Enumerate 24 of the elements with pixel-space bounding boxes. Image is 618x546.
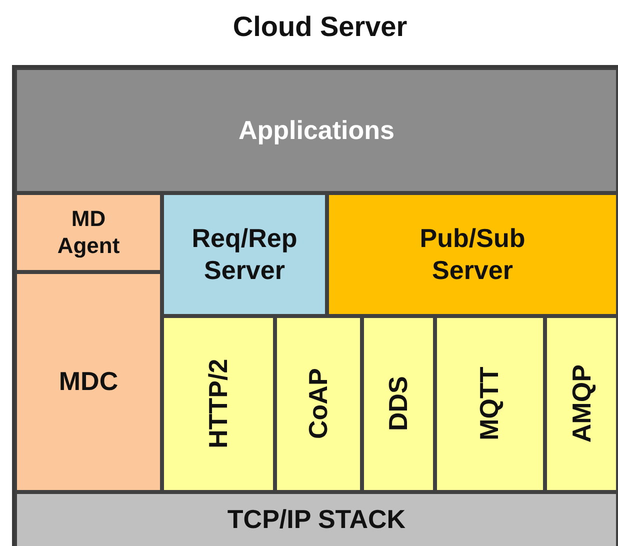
component-box [327,193,618,316]
component-label: Pub/Sub Server [418,223,526,286]
layer-band [15,492,618,546]
component-label: MDC [58,366,118,398]
component-box [15,193,162,272]
server-frame [12,65,618,546]
protocol-box [545,316,618,492]
component-label: Applications [238,114,394,146]
protocol-label: HTTP/2 [202,359,234,449]
layer-band [15,68,618,193]
protocol-label: DDS [382,376,414,432]
protocol-box [435,316,545,492]
component-label: Req/Rep Server [190,223,298,286]
protocol-label: MQTT [474,367,506,441]
component-box [15,272,162,492]
protocol-box [362,316,435,492]
component-box [162,193,327,316]
protocol-box [162,316,275,492]
diagram-title: Cloud Server [232,10,408,44]
protocol-box [275,316,362,492]
component-label: TCP/IP STACK [227,504,406,536]
component-label: MD Agent [56,206,121,259]
protocol-label: AMQP [566,365,597,443]
protocol-label: CoAP [302,368,334,440]
